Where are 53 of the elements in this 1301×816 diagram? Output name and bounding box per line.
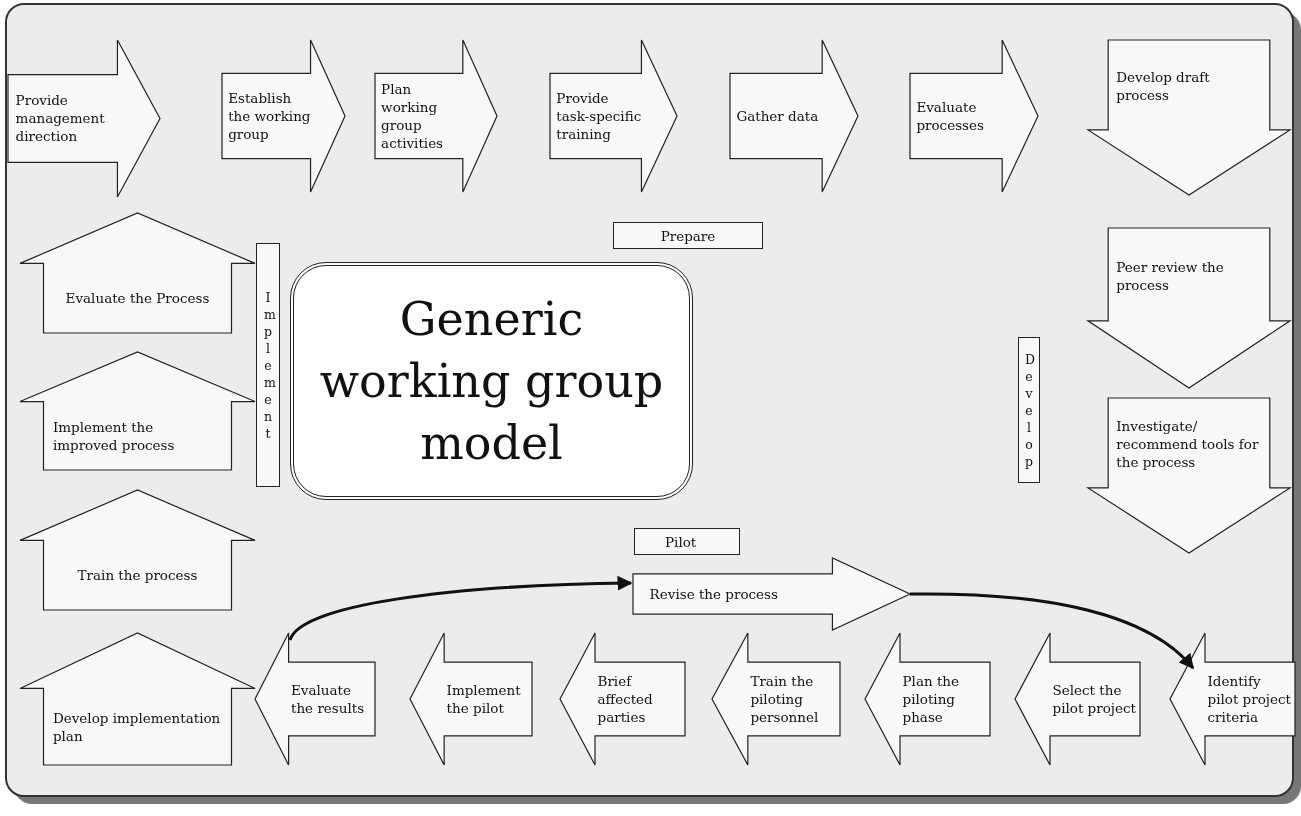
curved-arrow [910, 592, 1195, 670]
phase-label-box [634, 528, 740, 555]
step-label: Establish the working group [228, 89, 312, 143]
step-label: Provide task-specific training [556, 89, 643, 143]
process-step [1015, 633, 1140, 765]
curved-arrow [288, 575, 633, 641]
step-label: Evaluate the Process [65, 289, 210, 308]
phase-label-box [613, 222, 763, 249]
process-step [865, 633, 990, 765]
phase-label: Pilot [664, 532, 697, 551]
step-label: Train the process [77, 566, 198, 585]
phase-label-bar [1018, 337, 1040, 483]
step-label: Peer review the process [1116, 258, 1225, 294]
step-label: Revise the process [649, 585, 778, 603]
process-step [910, 40, 1038, 192]
step-label: Plan the piloting phase [902, 672, 961, 726]
step-label: Develop implementation plan [52, 708, 222, 745]
step-label: Evaluate the results [291, 681, 366, 717]
process-step [1170, 633, 1295, 765]
step-label: Identify pilot project criteria [1207, 672, 1292, 726]
step-label: Implement the improved process [52, 417, 176, 454]
phase-label-bar [256, 243, 280, 487]
step-label: Investigate/ recommend tools for the process [1116, 417, 1260, 472]
step-label: Implement the pilot [446, 681, 522, 717]
phase-label: Develop [1025, 350, 1033, 470]
step-label: Evaluate processes [916, 98, 985, 134]
step-label: Develop draft process [1116, 68, 1211, 105]
process-step [730, 40, 858, 192]
title-text: Generic working group model [318, 291, 665, 472]
process-step [560, 633, 685, 765]
process-step [8, 40, 160, 197]
step-label: Train the piloting personnel [750, 672, 820, 726]
step-label: Select the pilot project [1052, 681, 1137, 717]
process-step [550, 40, 677, 192]
step-label: Provide management direction [15, 91, 106, 146]
process-step [712, 633, 840, 765]
process-step [410, 633, 532, 765]
step-label: Gather data [736, 107, 819, 125]
process-step [1088, 228, 1290, 388]
process-step [1088, 40, 1290, 195]
process-step [1088, 398, 1290, 553]
title-panel [290, 262, 693, 500]
process-step [633, 558, 910, 630]
step-label: Brief affected parties [597, 672, 654, 726]
process-step [20, 213, 255, 333]
process-step [255, 633, 375, 765]
step-label: Plan working group activities [381, 80, 445, 152]
process-step [222, 40, 345, 192]
phase-label: Prepare [660, 226, 716, 245]
process-step [20, 633, 255, 765]
process-step [375, 40, 497, 192]
process-step [20, 490, 255, 610]
process-step [20, 352, 255, 470]
